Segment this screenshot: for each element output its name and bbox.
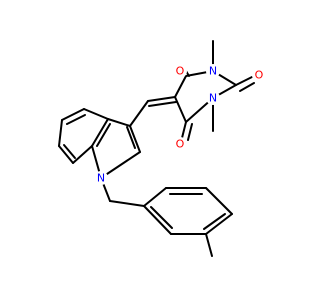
bond-c2-to-n-indole <box>100 151 141 179</box>
bond-ar5-to-methyl <box>205 233 213 257</box>
bond-c2-to-c2-inner <box>126 126 136 149</box>
bond-c2-to-o-right-a <box>235 76 253 86</box>
bond-ar4-ar5-inner <box>203 213 226 230</box>
bond-c6-to-c7 <box>58 145 74 164</box>
bond-c4-c5-inner <box>66 114 86 125</box>
bond-c3a-to-c4 <box>83 108 109 120</box>
bond-c5-to-ch-b <box>148 101 177 107</box>
bond-c3-to-c2 <box>129 125 141 153</box>
nitrogen-atom-indole: N <box>94 171 108 185</box>
bond-ar4-to-ar5 <box>205 213 233 235</box>
bond-ch2-to-aryl <box>109 200 145 207</box>
oxygen-atom-top: O <box>173 64 187 78</box>
bond-ar3-to-ar4 <box>205 187 233 215</box>
molecule-diagram: O N O N O N <box>58 40 266 257</box>
bond-c3a-to-c3 <box>107 118 131 127</box>
bond-c6-to-o-bottom-b <box>187 123 193 141</box>
nitrogen-atom-top: N <box>206 64 220 78</box>
bond-c6-to-c5 <box>174 96 187 123</box>
bond-ar1-to-ar2 <box>143 187 167 207</box>
atom-label-o-top: O <box>176 65 185 78</box>
bond-c4-to-c5 <box>61 108 85 121</box>
bond-c2-to-o-right-b <box>239 82 255 92</box>
atom-label-n-top: N <box>209 65 217 78</box>
atom-layer: O N O N O N <box>94 64 266 185</box>
bond-c7-to-c7a <box>72 145 93 164</box>
bond-ar6-to-ar1 <box>143 205 172 235</box>
nitrogen-atom-middle: N <box>206 91 220 105</box>
bond-ar6-ar1-inner <box>150 206 173 229</box>
oxygen-atom-bottom: O <box>173 137 187 151</box>
atom-label-o-bottom: O <box>176 138 185 151</box>
bond-ch-to-indole-c3 <box>129 100 149 127</box>
atom-label-n-middle: N <box>209 92 217 105</box>
bond-c5-to-ch-a <box>147 96 176 102</box>
bond-layer <box>58 40 255 257</box>
atom-label-n-indole: N <box>97 172 105 185</box>
bond-c5-to-c6 <box>58 119 63 147</box>
oxygen-atom-right: O <box>252 68 266 82</box>
atom-label-o-right: O <box>255 69 264 82</box>
bond-c7a-c3a-inner <box>96 123 111 147</box>
bond-c5-to-c4 <box>174 75 187 98</box>
bond-c6-to-o-bottom-a <box>181 121 187 139</box>
bond-c6-c7-inner <box>63 144 76 159</box>
bond-c7a-to-c3a <box>91 118 109 147</box>
